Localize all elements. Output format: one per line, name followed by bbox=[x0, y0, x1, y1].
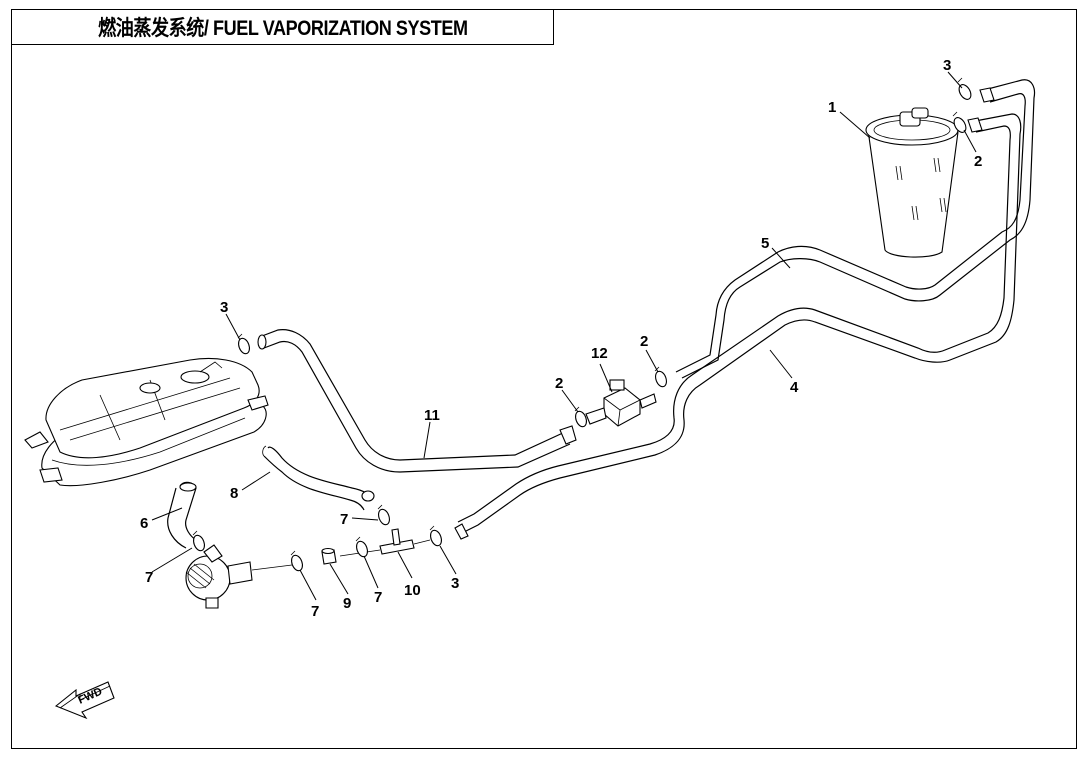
clamp-7-right bbox=[355, 536, 368, 558]
hose-6 bbox=[167, 481, 197, 549]
callout-6: 6 bbox=[140, 515, 148, 532]
clamp-2-left bbox=[574, 406, 587, 428]
hose-8 bbox=[262, 445, 375, 511]
callout-2-top: 2 bbox=[974, 153, 982, 170]
callout-5: 5 bbox=[761, 235, 769, 252]
callout-12: 12 bbox=[591, 345, 608, 362]
clamp-7-left bbox=[290, 550, 303, 572]
callout-2-mid: 2 bbox=[640, 333, 648, 350]
callout-labels: 1 3 2 5 4 3 12 2 2 11 8 6 7 7 7 9 7 10 3 bbox=[140, 57, 982, 620]
hose-joint-9 bbox=[321, 547, 337, 565]
callout-3-top: 3 bbox=[943, 57, 951, 74]
tee-fitting-10 bbox=[339, 528, 431, 557]
title-box: 燃油蒸发系统/ FUEL VAPORIZATION SYSTEM bbox=[11, 9, 554, 45]
callout-3-left: 3 bbox=[220, 299, 228, 316]
clamp-3-bottom bbox=[429, 525, 442, 547]
hose-4 bbox=[454, 113, 1022, 540]
clamp-3-left bbox=[237, 333, 250, 355]
purge-valve bbox=[185, 544, 301, 609]
forward-arrow-icon: FWD bbox=[54, 681, 115, 720]
callout-11: 11 bbox=[424, 407, 440, 424]
callout-10: 10 bbox=[404, 582, 421, 599]
callout-7-right: 7 bbox=[374, 589, 382, 606]
clamp-2-top bbox=[952, 111, 967, 133]
callout-9: 9 bbox=[343, 595, 351, 612]
hose-11 bbox=[257, 329, 577, 473]
clamp-7-valve bbox=[192, 530, 205, 552]
callout-7-left: 7 bbox=[311, 603, 319, 620]
valve-12 bbox=[585, 379, 657, 427]
clamp-2-mid bbox=[654, 366, 667, 388]
leader-lines bbox=[151, 71, 977, 601]
callout-8: 8 bbox=[230, 485, 238, 502]
callout-2-left: 2 bbox=[555, 375, 563, 392]
callout-1: 1 bbox=[828, 99, 836, 116]
callout-3-bottom: 3 bbox=[451, 575, 459, 592]
fuel-tank bbox=[24, 357, 269, 487]
page-title: 燃油蒸发系统/ FUEL VAPORIZATION SYSTEM bbox=[97, 17, 468, 40]
hose-5 bbox=[675, 79, 1036, 379]
clamp-7-top bbox=[377, 504, 390, 526]
callout-4: 4 bbox=[790, 379, 799, 396]
clamp-3-top bbox=[957, 77, 972, 100]
charcoal-canister bbox=[865, 107, 959, 258]
callout-7-valve: 7 bbox=[145, 569, 153, 586]
callout-7-top: 7 bbox=[340, 511, 348, 528]
